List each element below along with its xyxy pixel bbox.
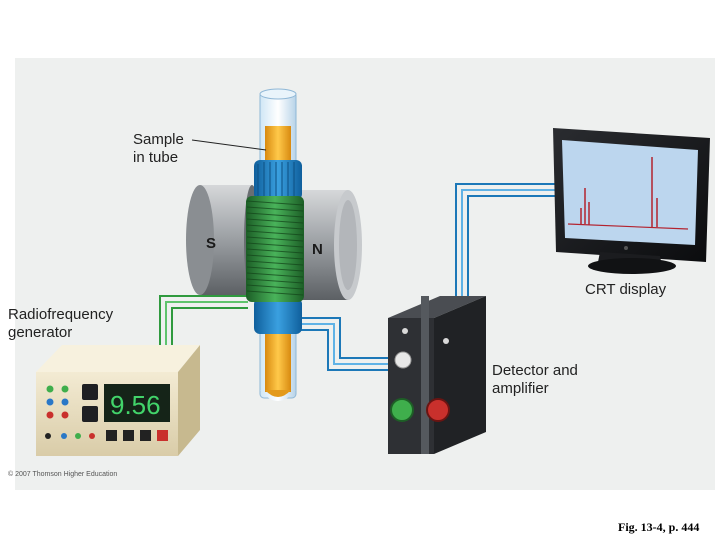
rf-generator: 9.56 [36, 345, 200, 456]
rf-button-1[interactable] [82, 384, 98, 400]
crt-display-label: CRT display [585, 281, 667, 298]
figure-caption: Fig. 13-4, p. 444 [618, 520, 700, 534]
rf-jack-4[interactable] [89, 433, 95, 439]
detector-amplifier [388, 296, 486, 454]
sample-fluid-bottom [265, 330, 291, 392]
rf-switch-4[interactable] [157, 430, 168, 441]
detector-wires [300, 317, 390, 371]
copyright-notice: © 2007 Thomson Higher Education [8, 471, 118, 478]
rf-coil [246, 196, 304, 302]
rf-led-5 [46, 411, 54, 419]
rf-switch-2[interactable] [123, 430, 134, 441]
rf-led-3 [46, 398, 54, 406]
detector-label: Detector and amplifier [492, 362, 578, 397]
probe-holder [254, 160, 302, 334]
detector-knob[interactable] [394, 351, 412, 369]
rf-display-value: 9.56 [110, 390, 161, 420]
rf-jack-2[interactable] [61, 433, 67, 439]
sample-label: Sample in tube [133, 131, 184, 166]
rf-generator-label: Radiofrequency generator [8, 306, 114, 341]
rf-led-4 [61, 398, 69, 406]
rf-jack-1[interactable] [45, 433, 51, 439]
crt-display [553, 128, 710, 274]
rf-led-2 [61, 385, 69, 393]
rf-button-2[interactable] [82, 406, 98, 422]
magnet-south-label: S [206, 235, 216, 252]
sample-leader-line [191, 139, 267, 151]
detector-green-button[interactable] [390, 398, 414, 422]
rf-led-6 [61, 411, 69, 419]
magnet-north-label: N [312, 241, 323, 258]
rf-switch-1[interactable] [106, 430, 117, 441]
crt-wires [455, 183, 560, 300]
detector-red-button[interactable] [426, 398, 450, 422]
rf-switch-3[interactable] [140, 430, 151, 441]
rf-wires [159, 295, 248, 345]
rf-jack-3[interactable] [75, 433, 81, 439]
detector-screw-1 [402, 328, 408, 334]
detector-screw-2 [443, 338, 449, 344]
rf-digital-display [104, 384, 170, 422]
rf-led-1 [46, 385, 54, 393]
magnet-north: N [296, 190, 362, 300]
